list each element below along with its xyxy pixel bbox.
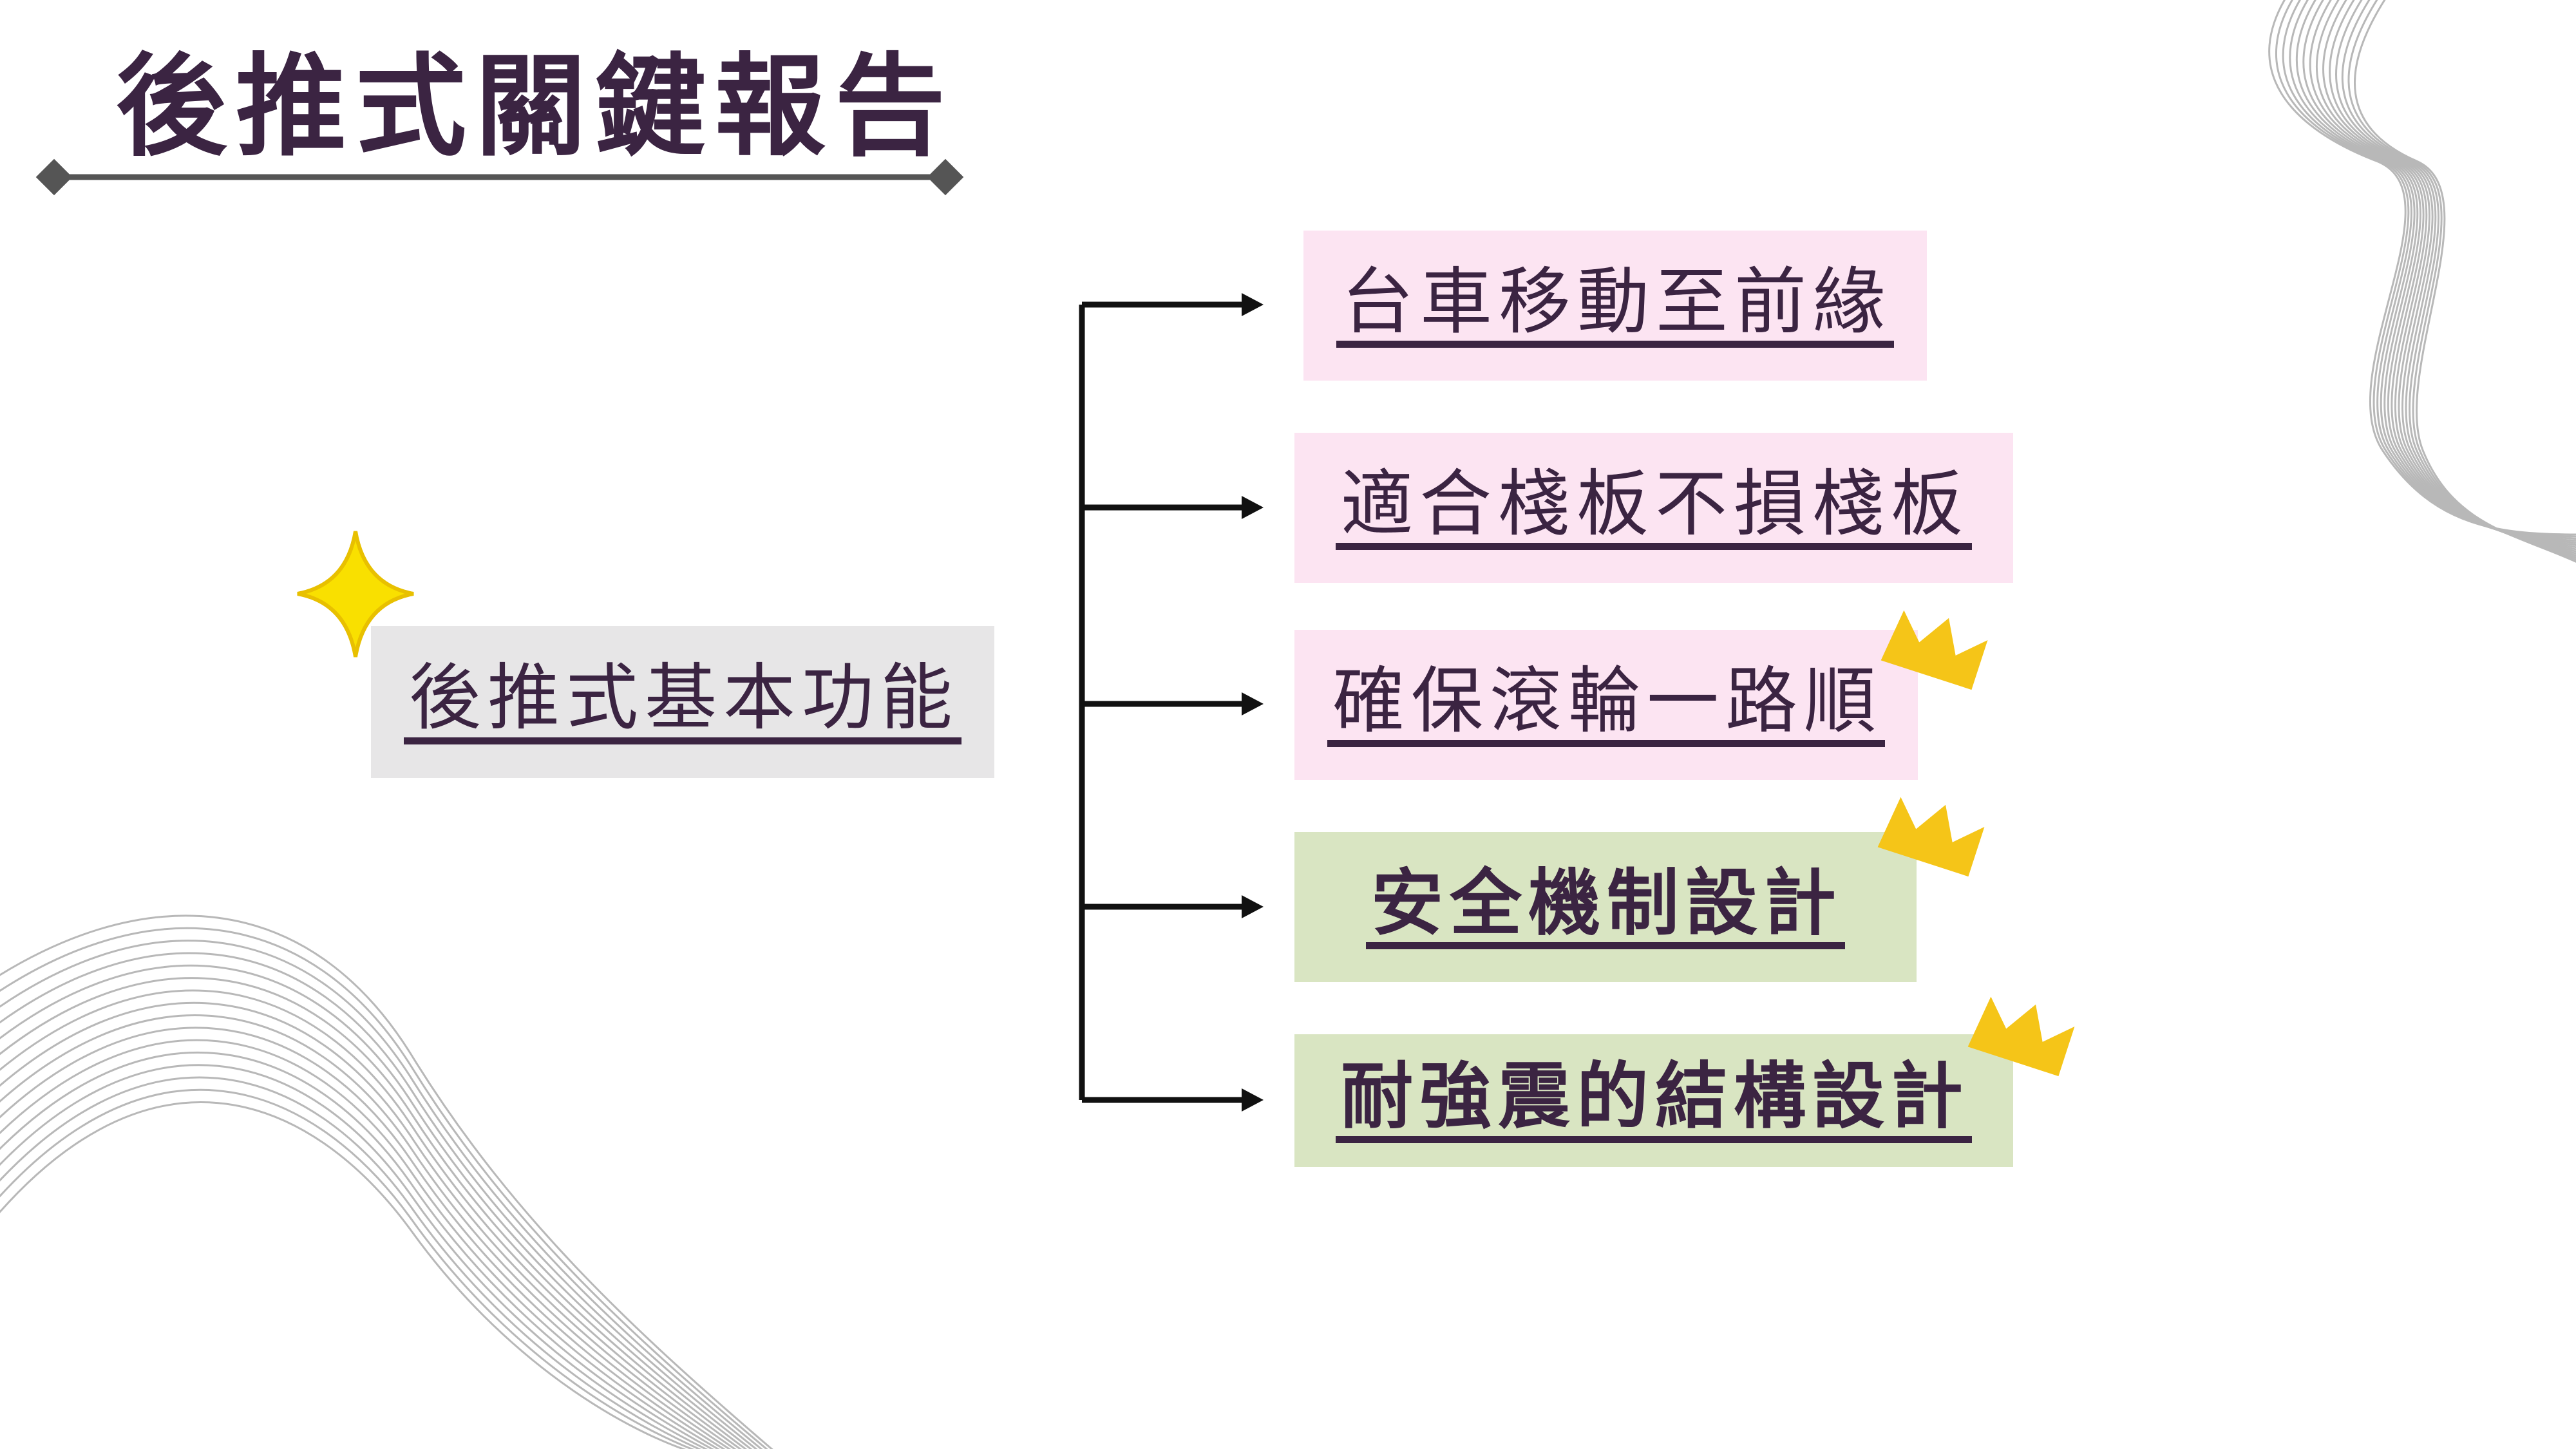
feature-node-smooth-rollers: 確保滾輪一路順 [1294, 630, 1918, 780]
feature-node-safety-mechanism: 安全機制設計 [1294, 832, 1917, 982]
feature-node-label: 台車移動至前緣 [1336, 263, 1894, 348]
wave-lines-bottom-left [0, 914, 773, 1449]
wave-line [0, 1014, 732, 1449]
wave-lines-top-right [2268, 0, 2576, 563]
feature-node-label: 耐強震的結構設計 [1336, 1058, 1972, 1143]
slide-title: 後推式關鍵報告 [116, 42, 954, 171]
wave-line [0, 952, 758, 1449]
wave-line [2329, 0, 2576, 555]
wave-line [0, 1001, 737, 1449]
wave-line [0, 1076, 702, 1449]
root-node-label: 後推式基本功能 [404, 659, 961, 744]
wave-line [0, 940, 763, 1449]
wave-line [0, 914, 773, 1449]
feature-node-pallet-safe: 適合棧板不損棧板 [1294, 433, 2013, 583]
wave-line [2354, 0, 2576, 563]
feature-node-label: 確保滾輪一路順 [1327, 662, 1885, 748]
wave-line [2309, 0, 2576, 549]
feature-node-seismic-structure: 耐強震的結構設計 [1294, 1034, 2013, 1167]
feature-node-move-to-front: 台車移動至前緣 [1303, 231, 1927, 381]
root-node: 後推式基本功能 [371, 626, 994, 778]
wave-line [0, 927, 768, 1449]
wave-line [0, 1088, 695, 1449]
wave-line [2341, 0, 2576, 559]
wave-line [0, 1101, 687, 1449]
wave-line [0, 964, 753, 1449]
wave-line [0, 1051, 714, 1449]
wave-line [2302, 0, 2576, 547]
wave-line [0, 1064, 708, 1449]
wave-line [0, 989, 742, 1449]
wave-line [2347, 0, 2576, 561]
wave-line [0, 977, 748, 1449]
feature-node-label: 安全機制設計 [1366, 864, 1845, 950]
wave-line [2322, 0, 2576, 553]
wave-line [2335, 0, 2576, 557]
wave-line [0, 1039, 720, 1449]
wave-line [0, 1027, 726, 1449]
feature-node-label: 適合棧板不損棧板 [1336, 465, 1972, 551]
